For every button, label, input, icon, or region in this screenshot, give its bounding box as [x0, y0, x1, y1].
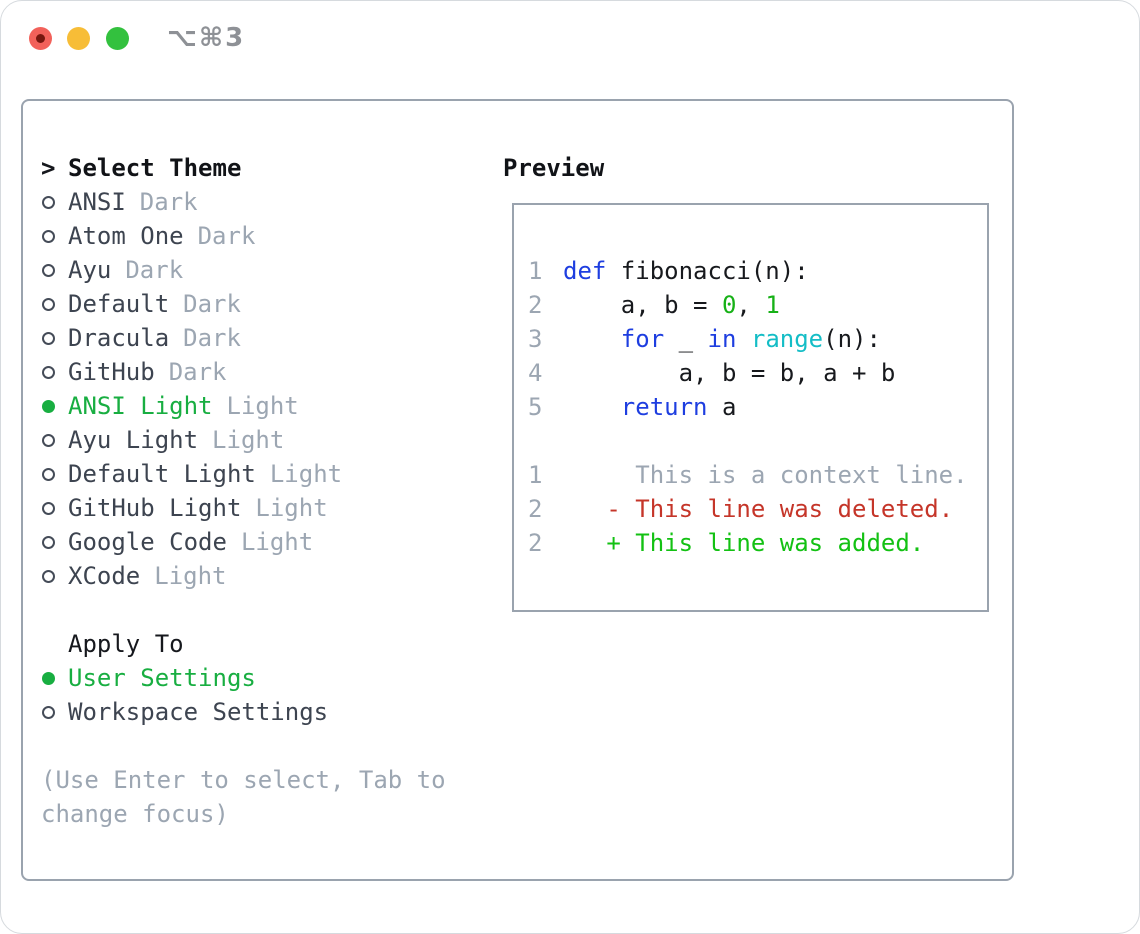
radio-icon: [42, 399, 55, 413]
theme-option-dracula[interactable]: Dracula Dark: [41, 321, 481, 355]
radio-icon: [42, 195, 55, 209]
theme-option-default-light[interactable]: Default Light Light: [41, 457, 481, 491]
theme-option-github-light[interactable]: GitHub Light Light: [41, 491, 481, 525]
theme-option-ayu-light[interactable]: Ayu Light Light: [41, 423, 481, 457]
theme-option-ansi-light[interactable]: ANSI Light Light: [41, 389, 481, 423]
close-dot-icon: [36, 34, 45, 43]
radio-icon: [42, 467, 55, 481]
radio-icon: [42, 433, 55, 447]
radio-icon: [42, 331, 55, 345]
radio-icon: [42, 535, 55, 549]
theme-option-default[interactable]: Default Dark: [41, 287, 481, 321]
code-line: 2 - This line was deleted.: [528, 495, 954, 523]
apply-to-list: User Settings Workspace Settings: [41, 661, 481, 729]
radio-icon: [42, 501, 55, 515]
code-line: 3 for _ in range(n):: [528, 325, 881, 353]
apply-option-user-settings[interactable]: User Settings: [41, 661, 481, 695]
help-text-line-1: (Use Enter to select, Tab to: [41, 766, 446, 794]
spacer: [41, 593, 481, 627]
titlebar: ⌥⌘3: [1, 1, 1139, 77]
select-theme-title: Select Theme: [68, 154, 242, 182]
spacer: [41, 729, 481, 763]
radio-icon: [42, 705, 55, 719]
theme-option-atom-one[interactable]: Atom One Dark: [41, 219, 481, 253]
apply-option-workspace-settings[interactable]: Workspace Settings: [41, 695, 481, 729]
radio-icon: [42, 263, 55, 277]
theme-panel: > Select Theme ANSI Dark Atom One Dark A…: [41, 151, 481, 831]
prompt-icon: >: [41, 154, 56, 182]
radio-icon: [42, 297, 55, 311]
preview-title: Preview: [503, 154, 605, 182]
code-line: 2 + This line was added.: [528, 529, 925, 557]
theme-option-ayu[interactable]: Ayu Dark: [41, 253, 481, 287]
code-line: 1 This is a context line.: [528, 461, 968, 489]
theme-option-ansi[interactable]: ANSI Dark: [41, 185, 481, 219]
code-line: 2 a, b = 0, 1: [528, 291, 780, 319]
code-line: 4 a, b = b, a + b: [528, 359, 896, 387]
tui-frame: > Select Theme ANSI Dark Atom One Dark A…: [21, 99, 1014, 881]
radio-icon: [42, 229, 55, 243]
radio-icon: [42, 569, 55, 583]
radio-icon: [42, 671, 55, 685]
window-title: ⌥⌘3: [167, 23, 246, 53]
apply-to-header: Apply To: [41, 627, 481, 661]
help-text-line-2: change focus): [41, 800, 229, 828]
theme-option-github[interactable]: GitHub Dark: [41, 355, 481, 389]
theme-option-xcode[interactable]: XCode Light: [41, 559, 481, 593]
select-theme-header: > Select Theme: [41, 151, 481, 185]
close-button[interactable]: [29, 27, 52, 50]
blank-line: [528, 424, 968, 458]
theme-option-google-code[interactable]: Google Code Light: [41, 525, 481, 559]
code-line: 5 return a: [528, 393, 737, 421]
theme-list: ANSI Dark Atom One Dark Ayu Dark Default…: [41, 185, 481, 593]
apply-to-title: Apply To: [68, 630, 184, 658]
radio-icon: [42, 365, 55, 379]
zoom-button[interactable]: [106, 27, 129, 50]
minimize-button[interactable]: [67, 27, 90, 50]
